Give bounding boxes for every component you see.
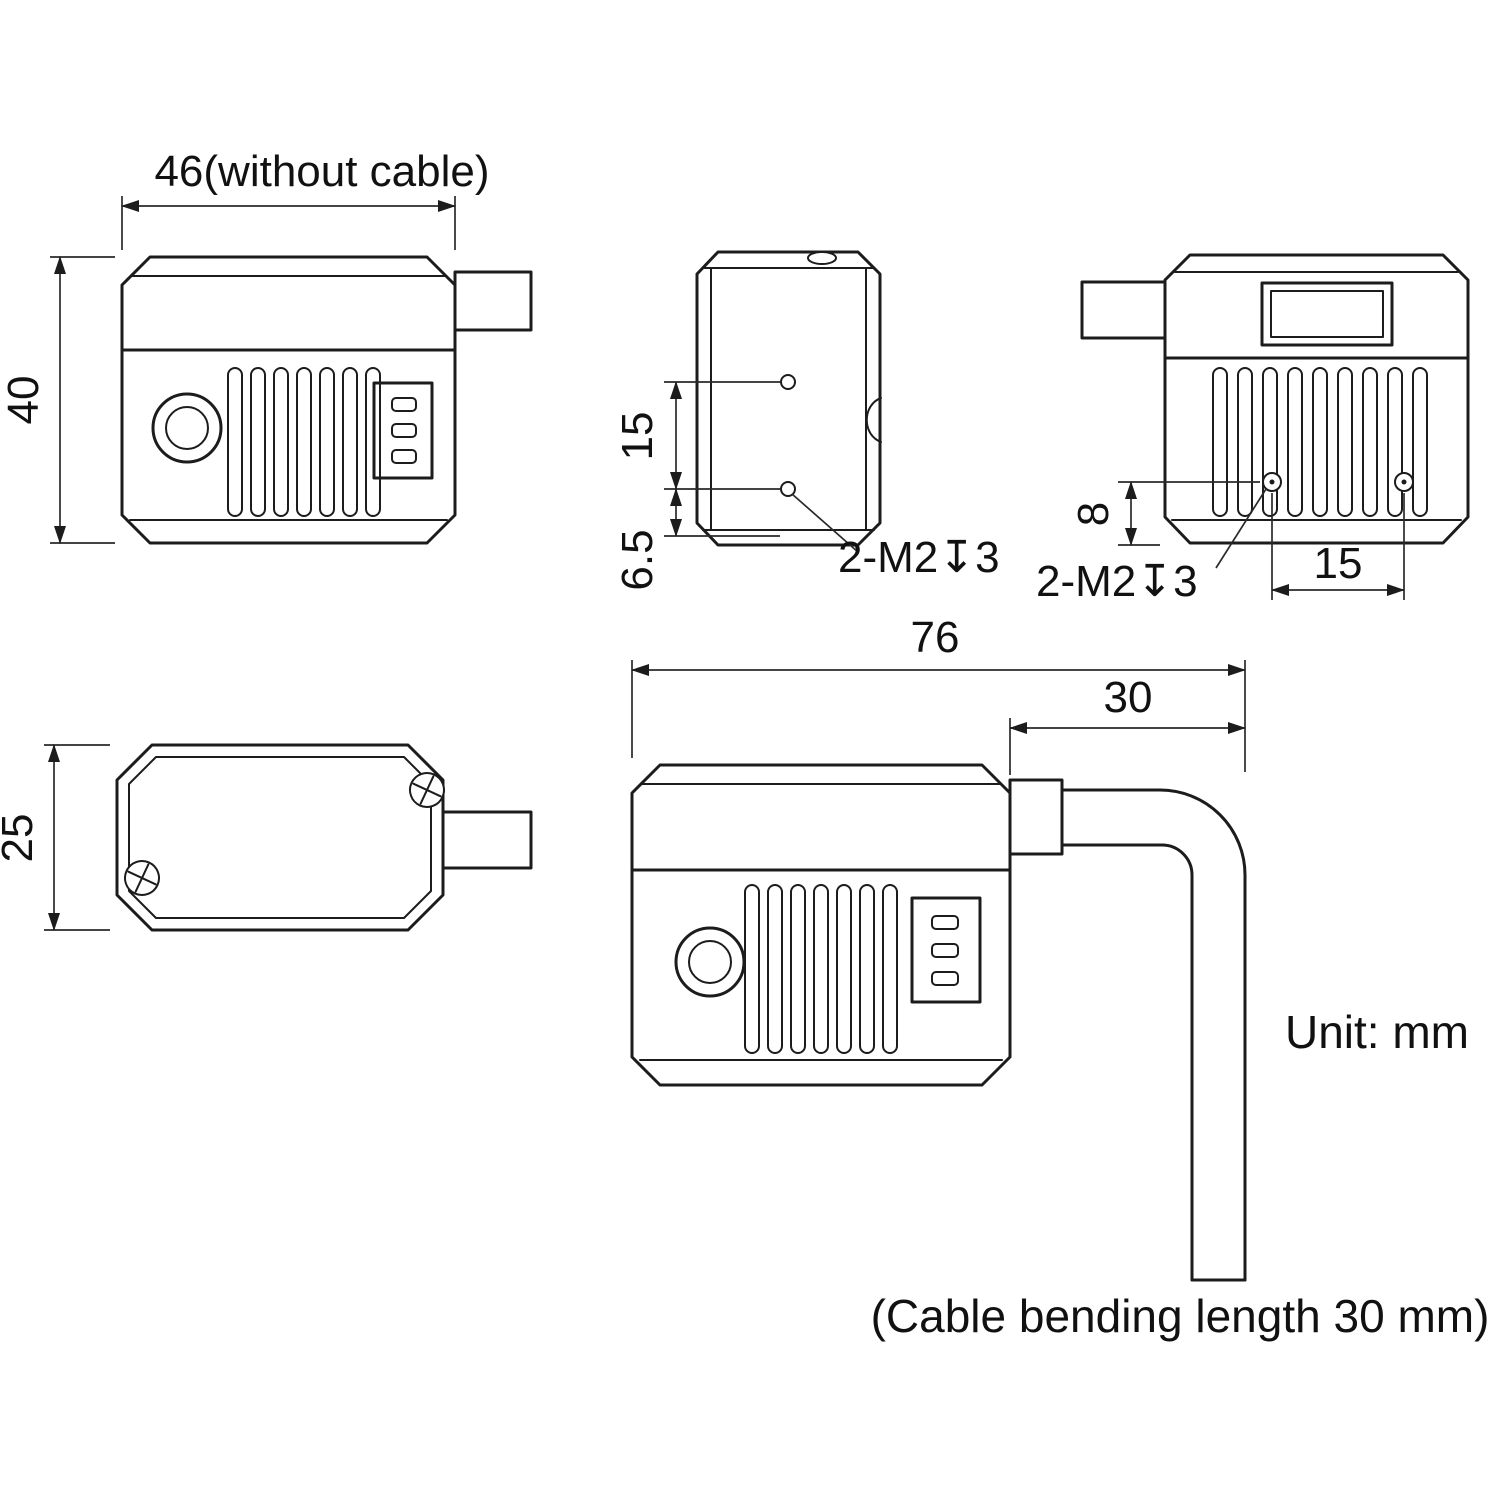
- front-vent-slats: [227, 367, 381, 517]
- cable-outer-edge: [1060, 788, 1247, 1282]
- rear-thread-callout: 2-M2↧3: [1036, 488, 1267, 606]
- side-mount-hole-top: [780, 374, 796, 390]
- front-lens-outer: [151, 392, 223, 464]
- cable-view-connector-block: [910, 896, 982, 1004]
- rear-cable-stub: [1080, 280, 1167, 340]
- dim-front-height-label: 40: [0, 376, 48, 425]
- top-screw-left: [124, 860, 161, 896]
- cable-gland: [1008, 778, 1064, 856]
- dim-rear-hole-spacing-label: 15: [1314, 539, 1363, 588]
- front-view: 46(without cable) 40: [0, 147, 533, 545]
- dim-top-depth-label: 25: [0, 814, 42, 863]
- cable-view-vent-slats: [744, 884, 898, 1054]
- side-hole-offset-dimension: 6.5: [613, 488, 780, 591]
- rear-window-outer: [1260, 281, 1394, 347]
- dim-front-width-label: 46(without cable): [154, 147, 489, 196]
- front-connector-block: [372, 381, 434, 480]
- rear-body-outline: [1163, 253, 1470, 545]
- rear-mount-hole-right-center: [1401, 479, 1407, 485]
- dim-side-hole-spacing-label: 15: [613, 412, 662, 461]
- side-thread-callout: 2-M2↧3: [791, 493, 1000, 582]
- cable-note: (Cable bending length 30 mm): [871, 1290, 1490, 1342]
- front-lens-inner: [165, 406, 209, 450]
- dim-rear-hole-offset-label: 8: [1069, 502, 1118, 526]
- side-top-hole: [807, 251, 837, 265]
- cable-inner-edge: [1060, 843, 1194, 1282]
- top-body-inner-outline: [128, 756, 432, 919]
- cable-view-connector-pins: [931, 915, 959, 986]
- dim-total-length-label: 76: [911, 613, 960, 662]
- cable-side-view: 76 30: [630, 613, 1247, 1282]
- side-view: 15 6.5 2-M2↧3: [613, 250, 1000, 591]
- front-cable-stub: [453, 270, 533, 332]
- cable-view-body-outline: [630, 763, 1012, 1087]
- rear-hole-spacing-dimension: 15: [1271, 493, 1405, 600]
- side-mount-hole-bottom: [780, 481, 796, 497]
- cable-view-lens-inner: [688, 940, 732, 984]
- front-width-dimension: 46(without cable): [121, 147, 490, 250]
- unit-label: Unit: mm: [1285, 1006, 1469, 1058]
- side-thread-label: 2-M2↧3: [838, 533, 1000, 582]
- rear-thread-label: 2-M2↧3: [1036, 557, 1198, 606]
- rear-view: 8 15 2-M2↧3: [1036, 253, 1470, 606]
- side-hole-spacing-dimension: 15: [613, 381, 780, 490]
- rear-mount-hole-left-center: [1269, 479, 1275, 485]
- side-body-outline: [695, 250, 882, 547]
- rear-window-inner: [1270, 290, 1384, 338]
- front-height-dimension: 40: [0, 256, 115, 544]
- cable-bend-length-dimension: 30: [1009, 673, 1246, 775]
- top-screw-right: [409, 772, 445, 808]
- cable-total-length-dimension: 76: [631, 613, 1246, 772]
- top-cable-stub: [441, 810, 533, 870]
- dim-bend-length-label: 30: [1104, 673, 1153, 722]
- front-body-outline: [120, 255, 457, 545]
- rear-hole-offset-dimension: 8: [1069, 481, 1260, 546]
- top-depth-dimension: 25: [0, 744, 110, 931]
- front-connector-pins: [391, 397, 417, 464]
- rear-vent-slats: [1212, 367, 1428, 517]
- side-edge-notch: [865, 397, 882, 443]
- cable-view-lens-outer: [674, 926, 746, 998]
- dim-side-hole-offset-label: 6.5: [613, 529, 662, 590]
- top-body-outline: [115, 743, 445, 932]
- top-view: 25: [0, 743, 533, 932]
